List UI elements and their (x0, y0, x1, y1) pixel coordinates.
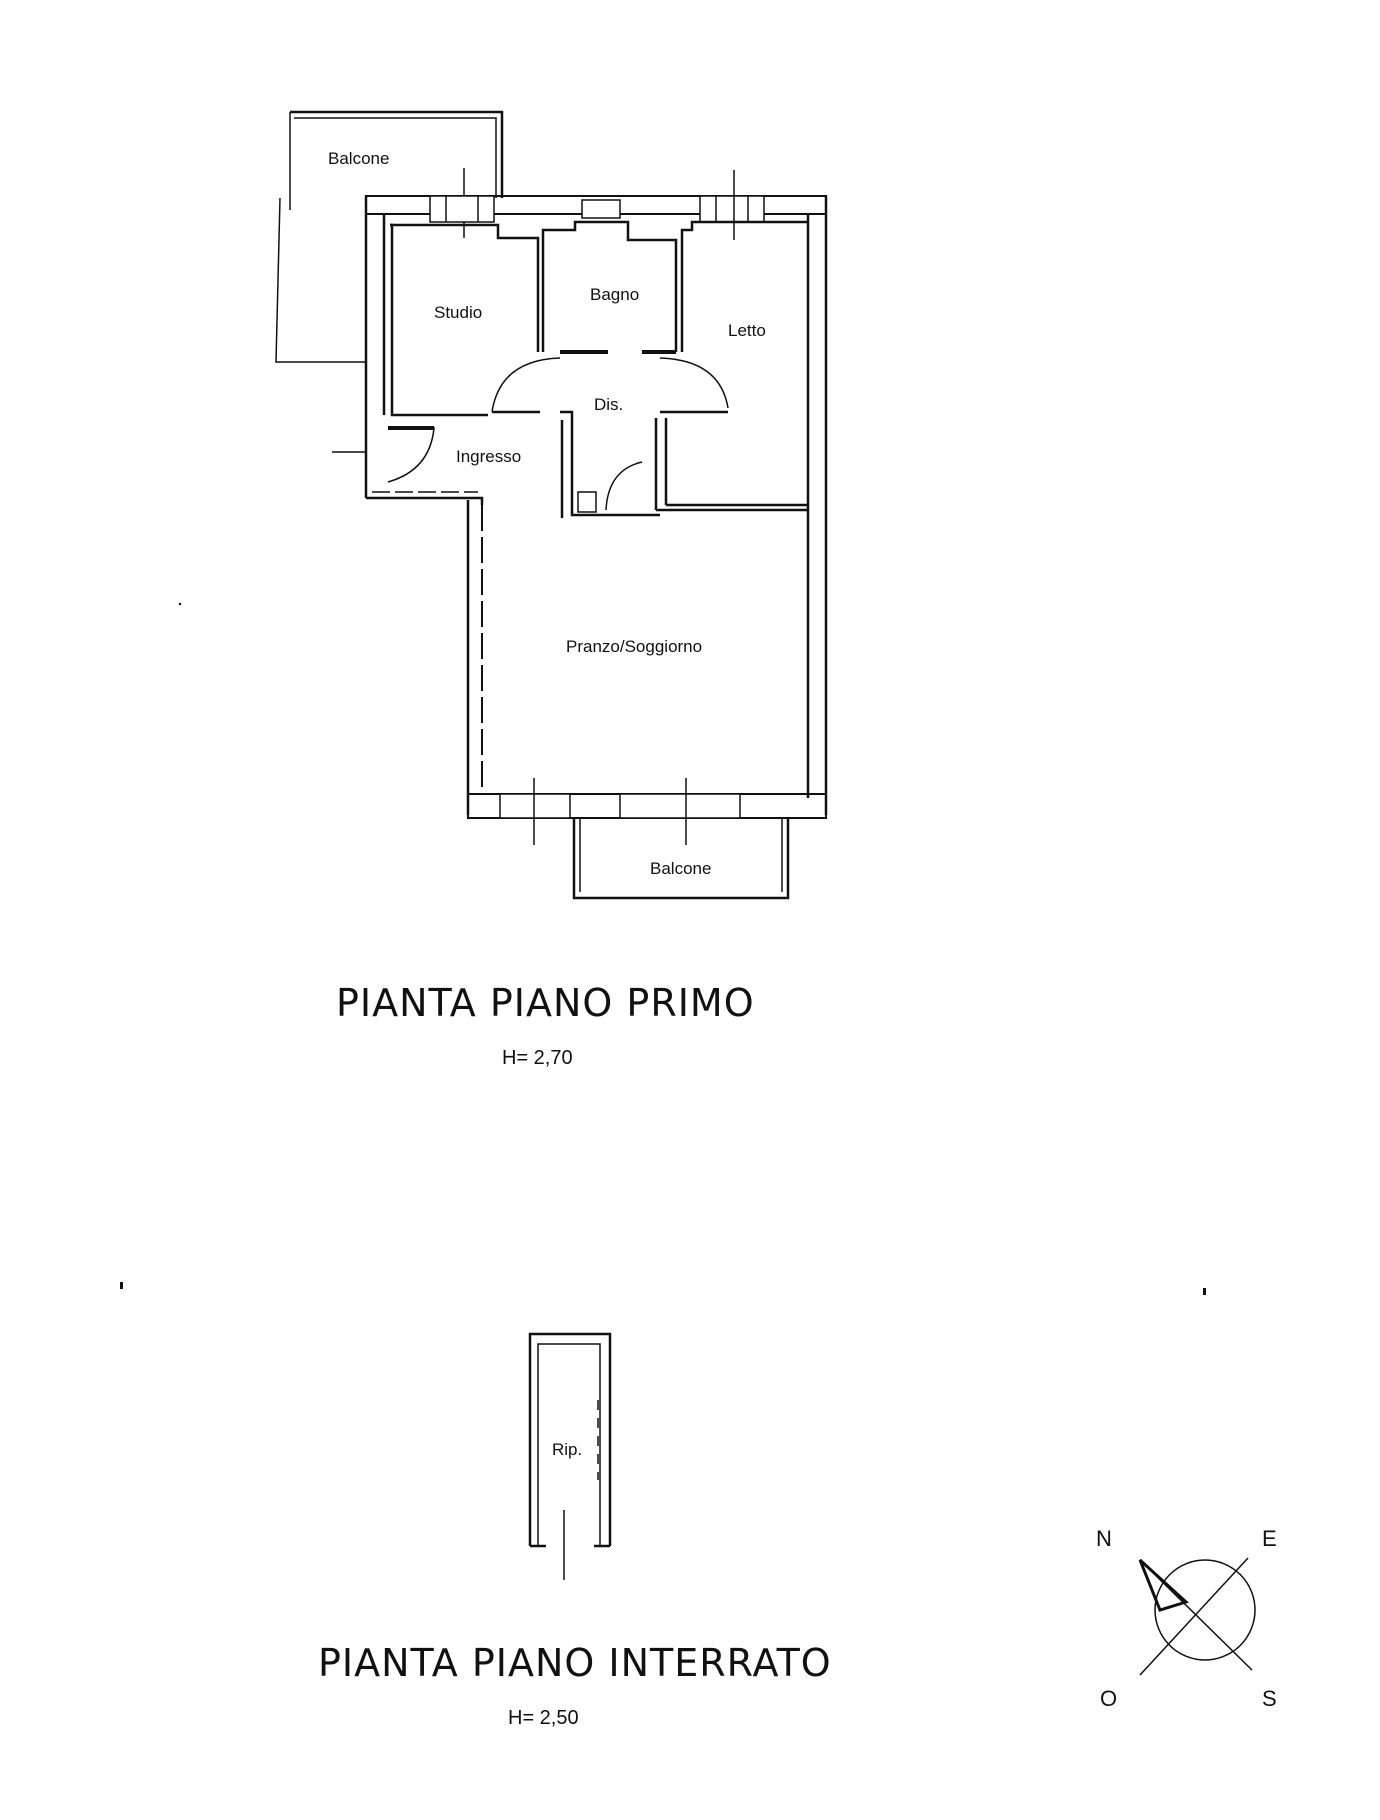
scan-mark (178, 602, 182, 606)
dis-corridor (491, 357, 729, 518)
label-bagno: Bagno (590, 285, 639, 304)
studio-room (390, 223, 540, 417)
label-studio: Studio (434, 303, 482, 322)
label-rip: Rip. (552, 1440, 582, 1459)
basement-title: PIANTA PIANO INTERRATO (318, 1641, 832, 1685)
first-floor-plan: Balcone Studio Bagno Letto Dis. Ingresso… (275, 110, 828, 1069)
label-dis: Dis. (594, 395, 623, 414)
compass-n: N (1096, 1526, 1112, 1551)
rip-room: Rip. (528, 1332, 612, 1580)
bagno-room (541, 220, 678, 354)
compass-o: O (1100, 1686, 1117, 1711)
first-floor-height: H= 2,70 (502, 1047, 573, 1069)
ingresso-room (332, 426, 435, 483)
compass-rose: N E O S (1096, 1526, 1277, 1711)
label-balcone-top: Balcone (328, 149, 389, 168)
scan-mark (1203, 1288, 1206, 1295)
basement-height: H= 2,50 (508, 1707, 579, 1729)
basement-plan: Rip. PIANTA PIANO INTERRATO H= 2,50 (318, 1332, 832, 1729)
first-floor-title: PIANTA PIANO PRIMO (336, 981, 755, 1025)
label-letto: Letto (728, 321, 766, 340)
letto-room (654, 220, 808, 512)
compass-e: E (1262, 1526, 1277, 1551)
label-pranzo-soggiorno: Pranzo/Soggiorno (566, 637, 702, 656)
compass-s: S (1262, 1686, 1277, 1711)
north-arrow-icon (1138, 1558, 1189, 1612)
top-windows (429, 170, 765, 240)
balcone-bottom (499, 778, 790, 900)
label-ingresso: Ingresso (456, 447, 521, 466)
scan-mark (120, 1282, 123, 1289)
label-balcone-bottom: Balcone (650, 859, 711, 878)
